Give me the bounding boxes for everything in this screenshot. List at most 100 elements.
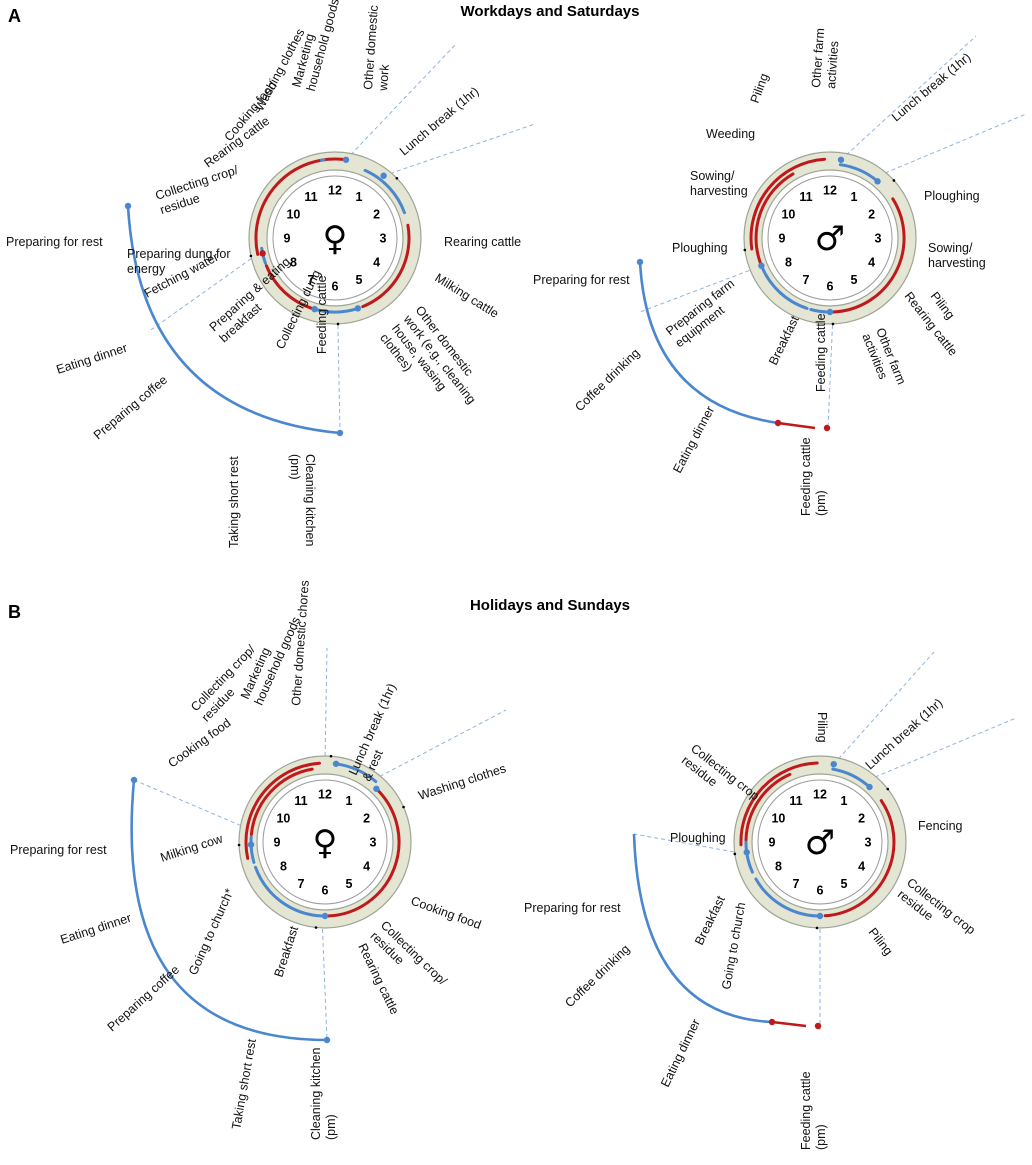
clock-number-12: 12 (318, 788, 332, 802)
activity-arc-work-2 (326, 787, 401, 918)
activity-label-line: Eating dinner (658, 1017, 703, 1089)
activity-label-line: Lunch break (1hr) (863, 696, 946, 772)
activity-label-4: Going to church (719, 901, 748, 990)
clock-band-outer-edge (733, 755, 907, 929)
activity-label-line: Going to church* (186, 886, 237, 977)
clock-number-9: 9 (779, 232, 786, 246)
male-symbol-icon: ♂ (805, 823, 835, 863)
leader-line-1 (868, 717, 1017, 781)
activity-arc-work-5 (264, 264, 314, 310)
activity-label-line: Breakfast (766, 313, 802, 367)
marker-dot-2 (314, 926, 318, 929)
marker-dot-0 (892, 179, 896, 182)
evening-arc (130, 779, 328, 1042)
clock-number-1: 1 (851, 190, 858, 204)
clock-number-11: 11 (304, 190, 317, 204)
activity-label-0: Other farmactivities (809, 28, 842, 90)
clock-number-7: 7 (308, 273, 315, 287)
leader-line-0 (324, 647, 328, 764)
evening-arc-start-dot (636, 258, 644, 266)
activity-label-0: Piling (815, 712, 829, 743)
activity-label-line: Feeding cattle (799, 1071, 813, 1150)
evening-work-start-dot (768, 1018, 776, 1026)
activity-label-line: harvesting (690, 184, 748, 198)
activity-dot-2 (321, 912, 329, 920)
clock-face (256, 773, 394, 911)
clock-number-10: 10 (781, 208, 795, 222)
activity-label-5: Going to church* (186, 886, 237, 977)
activity-label-10: Washing clothes (417, 761, 508, 803)
activity-label-line: Preparing coffee (105, 963, 182, 1035)
activity-label-line: Preparing for rest (6, 235, 103, 249)
clock-number-3: 3 (875, 232, 882, 246)
leader-line-3 (827, 317, 834, 429)
activity-label-3: Cooking food (166, 716, 234, 771)
activity-dot-2 (816, 912, 824, 920)
activity-label-4: Milking cow (159, 831, 226, 865)
activity-label-line: Cleaning kitchen (303, 454, 317, 546)
activity-label-line: work (376, 63, 392, 92)
activity-label-line: Ploughing (670, 831, 726, 845)
clock-number-8: 8 (290, 256, 297, 270)
leader-line-1 (878, 113, 1027, 177)
activity-label-line: Piling (748, 71, 772, 105)
clock-number-1: 1 (346, 794, 353, 808)
activity-dot-3 (758, 262, 765, 269)
activity-label-12: Milking cattle (432, 271, 501, 321)
clock-inner-ring (272, 175, 398, 301)
activity-label-17: Preparing coffee (91, 373, 170, 443)
clock-number-3: 3 (380, 232, 387, 246)
marker-dot-3 (237, 843, 241, 847)
evening-work-start-dot (774, 419, 782, 427)
activity-arc-rest-4 (759, 264, 809, 310)
clock-number-8: 8 (785, 256, 792, 270)
activity-label-11: Lunch break (1hr)& rest (346, 681, 413, 783)
panel-b-letter: B (8, 602, 21, 622)
leader-line-3 (321, 921, 328, 1041)
activity-label-line: Preparing coffee (91, 373, 170, 443)
activity-label-0: Other domesticwork (361, 5, 396, 93)
male-symbol-icon: ♂ (815, 219, 845, 259)
clock-number-5: 5 (841, 877, 848, 891)
activity-label-16: Cleaning kitchen(pm) (309, 1048, 338, 1140)
activity-label-line: Breakfast (272, 924, 302, 979)
leader-line-0 (840, 35, 977, 161)
activity-label-10: Feeding cattle (315, 275, 329, 354)
panel-headers: A Workdays and Saturdays B Holidays and … (8, 3, 639, 622)
activity-label-7: Collecting cropresidue (895, 875, 978, 949)
activity-label-line: Sowing/ (690, 169, 735, 183)
activity-label-2: Weeding (706, 127, 755, 141)
evening-arc (126, 205, 341, 435)
evening-arc (632, 833, 773, 1024)
activity-dot-2 (311, 305, 318, 313)
activity-label-15: Preparing for rest (6, 235, 103, 249)
activity-arc-work-2 (831, 197, 906, 314)
activity-dot-1 (354, 305, 362, 312)
clock-inner-ring (262, 779, 388, 905)
activity-arc-rest-4 (249, 835, 256, 864)
activity-label-13: Eating dinner (59, 911, 133, 947)
leader-line-3 (337, 317, 341, 433)
activity-label-line: Eating dinner (55, 341, 129, 377)
activity-label-6: Breakfast (766, 313, 802, 367)
activity-label-line: Weeding (706, 127, 755, 141)
activity-label-line: Feeding cattle (799, 437, 813, 516)
activity-label-line: (pm) (814, 1124, 828, 1150)
activity-label-14: Preparing coffee (105, 963, 182, 1035)
panel-a-title: Workdays and Saturdays (461, 3, 640, 20)
clock-number-9: 9 (769, 836, 776, 850)
activity-label-4: Ploughing (672, 241, 728, 255)
activity-label-line: Ploughing (672, 241, 728, 255)
clock-number-2: 2 (373, 208, 380, 222)
activity-dot-2 (826, 308, 834, 316)
clock-number-2: 2 (858, 812, 865, 826)
clock-number-12: 12 (328, 184, 342, 198)
clock-number-7: 7 (803, 273, 810, 287)
activity-arc-work-5 (249, 767, 314, 836)
clock-number-4: 4 (373, 256, 380, 270)
clock-number-6: 6 (322, 884, 329, 898)
clock-number-11: 11 (294, 794, 307, 808)
marker-dot-2 (733, 852, 737, 856)
activity-arc-rest-3 (754, 877, 819, 918)
